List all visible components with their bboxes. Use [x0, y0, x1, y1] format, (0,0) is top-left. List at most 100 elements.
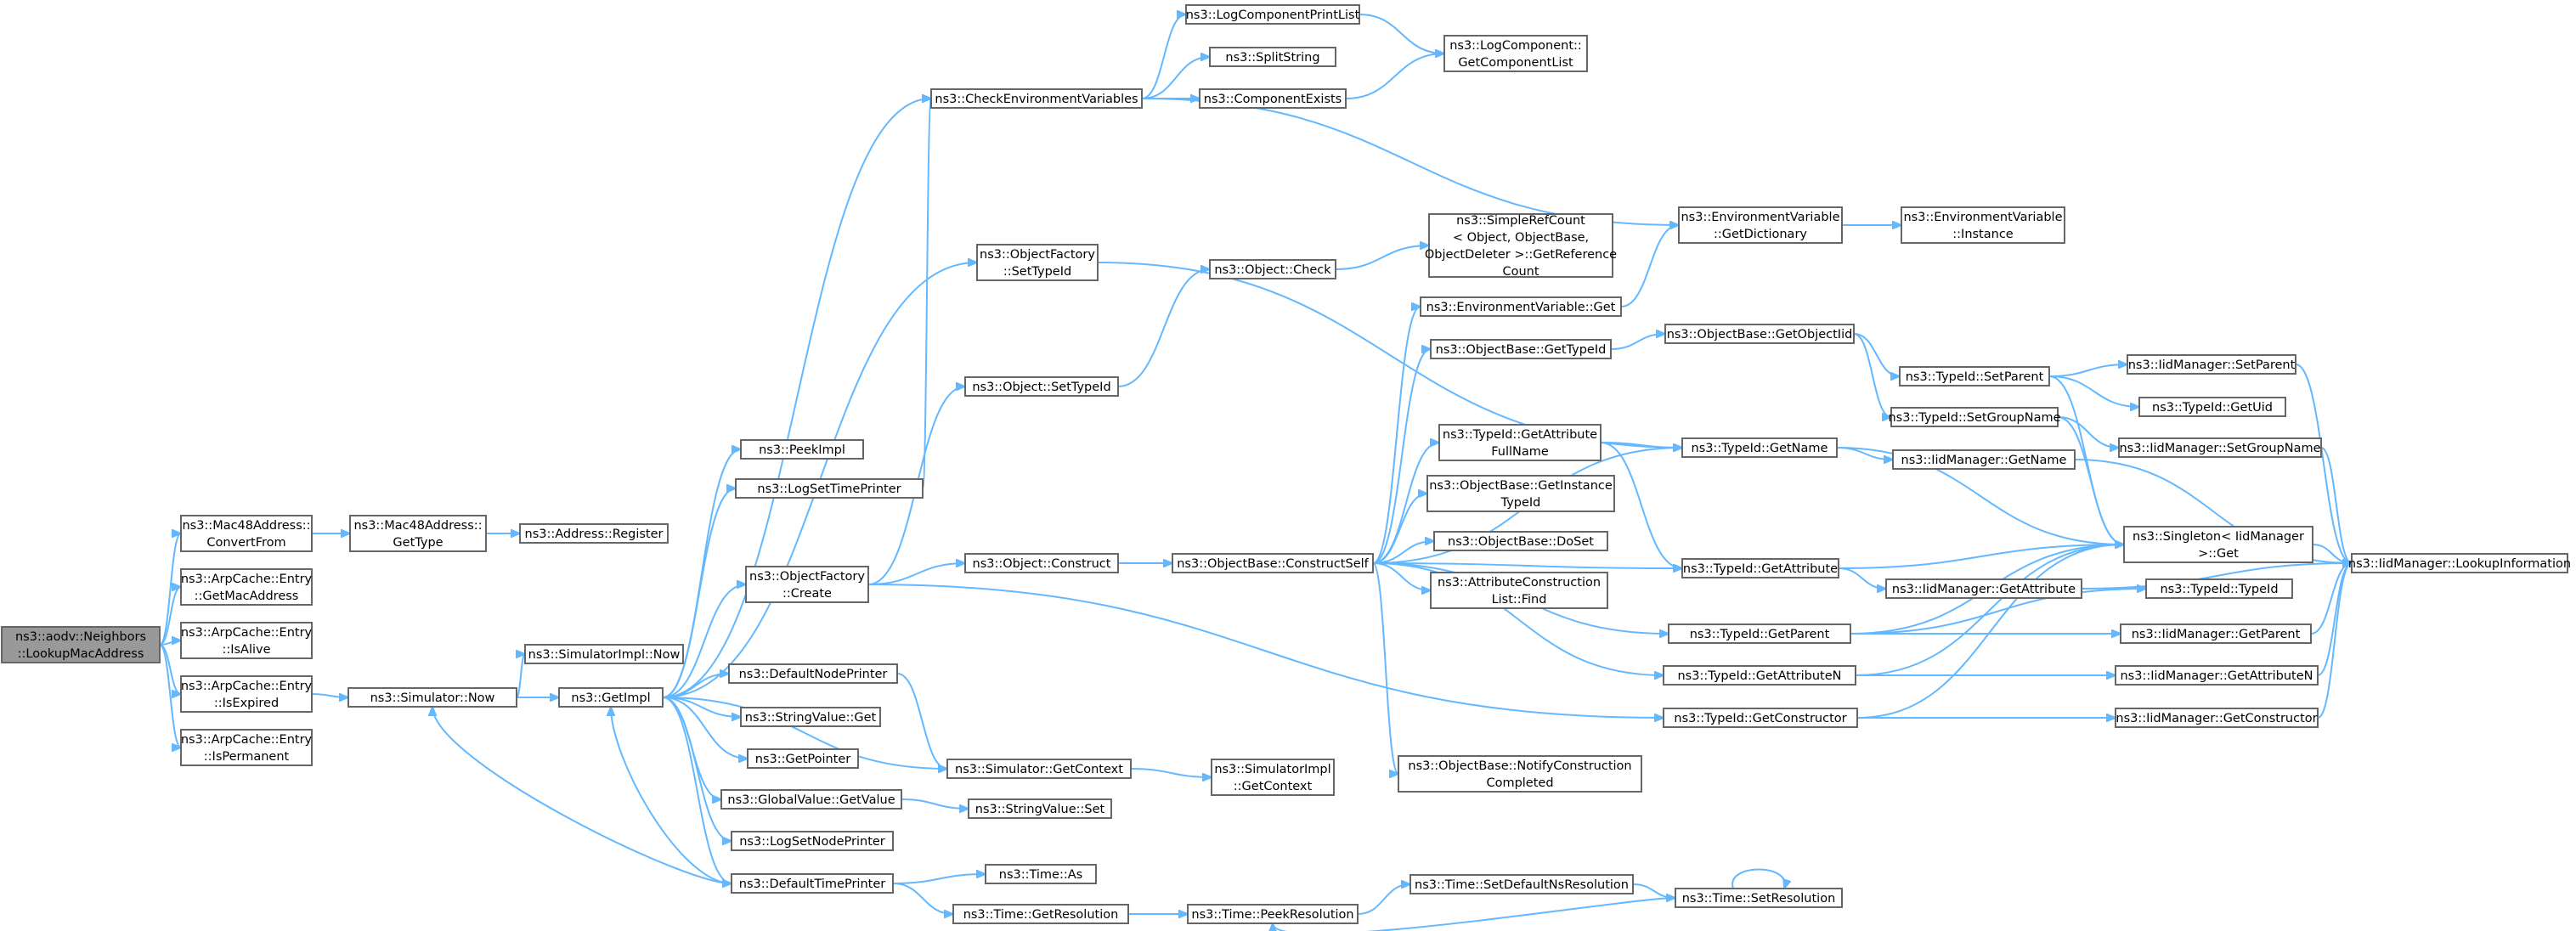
- graph-node-typeid-getname[interactable]: ns3::TypeId::GetName: [1681, 437, 1838, 458]
- graph-node-object-settypeid[interactable]: ns3::Object::SetTypeId: [964, 376, 1119, 397]
- node-label: TypeId: [1500, 496, 1541, 510]
- graph-node-time-setres[interactable]: ns3::Time::SetResolution: [1675, 888, 1843, 908]
- graph-node-simimpl-getcontext[interactable]: ns3::SimulatorImpl::GetContext: [1211, 759, 1335, 796]
- graph-node-iid-getattribute[interactable]: ns3::IidManager::GetAttribute: [1885, 578, 2082, 599]
- node-label: ns3::LogComponent::: [1449, 39, 1582, 53]
- graph-node-iid-getname[interactable]: ns3::IidManager::GetName: [1892, 449, 2076, 470]
- node-box: [2351, 553, 2568, 573]
- graph-edge-getimpl-to-objfactory-create: [662, 584, 746, 698]
- graph-node-iid-getparent[interactable]: ns3::IidManager::GetParent: [2120, 623, 2312, 644]
- node-box: [1668, 623, 1851, 644]
- graph-node-iid-setparent[interactable]: ns3::IidManager::SetParent: [2127, 354, 2296, 375]
- graph-node-typeid-getattributen[interactable]: ns3::TypeId::GetAttributeN: [1663, 665, 1856, 686]
- graph-node-defnodeprinter[interactable]: ns3::DefaultNodePrinter: [728, 663, 898, 684]
- graph-node-arp-getmac[interactable]: ns3::ArpCache::Entry::GetMacAddress: [180, 568, 313, 606]
- graph-node-iid-setgroupname[interactable]: ns3::IidManager::SetGroupName: [2118, 437, 2322, 458]
- graph-edge-time-setres-to-time-peekres: [1273, 897, 1676, 931]
- graph-node-iid-getattributen[interactable]: ns3::IidManager::GetAttributeN: [2115, 665, 2319, 686]
- node-label: ns3::TypeId::SetParent: [1906, 370, 2044, 384]
- graph-node-constructself[interactable]: ns3::ObjectBase::ConstructSelf: [1172, 553, 1374, 573]
- node-label: >::Get: [2198, 547, 2239, 561]
- graph-node-typeid-getparent[interactable]: ns3::TypeId::GetParent: [1668, 623, 1851, 644]
- node-box: [1430, 572, 1608, 609]
- node-label: ns3::TypeId::SetGroupName: [1888, 411, 2060, 425]
- node-label: ns3::ArpCache::Entry: [181, 733, 313, 747]
- graph-node-globalvalue-get[interactable]: ns3::GlobalValue::GetValue: [720, 789, 902, 810]
- graph-edge-getimpl-to-defnodeprinter: [662, 674, 729, 698]
- graph-node-object-check[interactable]: ns3::Object::Check: [1209, 259, 1336, 279]
- graph-node-arp-alive[interactable]: ns3::ArpCache::Entry::IsAlive: [180, 622, 313, 659]
- graph-node-logcomp-getlist[interactable]: ns3::LogComponent::GetComponentList: [1443, 35, 1588, 72]
- graph-node-typeid-getconstructor[interactable]: ns3::TypeId::GetConstructor: [1663, 708, 1858, 728]
- node-label: ObjectDeleter >::GetReference: [1425, 248, 1617, 262]
- graph-edge-constructself-to-typeid-getattributen: [1372, 562, 1664, 675]
- graph-edge-logsettime-to-checkenv: [923, 99, 931, 489]
- node-label: ns3::Singleton< IidManager: [2133, 530, 2304, 544]
- graph-node-iid-lookupinfo[interactable]: ns3::IidManager::LookupInformation: [2348, 553, 2571, 573]
- graph-node-objfactory-create[interactable]: ns3::ObjectFactory::Create: [745, 566, 869, 603]
- node-box: [1199, 88, 1347, 109]
- node-box: [728, 663, 898, 684]
- graph-edge-sim-getcontext-to-simimpl-getcontext: [1130, 768, 1212, 777]
- graph-edge-objfactory-create-to-object-construct: [867, 563, 965, 585]
- graph-node-logsettime[interactable]: ns3::LogSetTimePrinter: [735, 478, 924, 499]
- graph-node-mac-convert[interactable]: ns3::Mac48Address::ConvertFrom: [180, 515, 313, 552]
- graph-node-typeid-setgroupname[interactable]: ns3::TypeId::SetGroupName: [1888, 407, 2061, 427]
- node-label: ::SetTypeId: [1003, 265, 1071, 279]
- graph-node-envvar-instance[interactable]: ns3::EnvironmentVariable::Instance: [1901, 206, 2065, 244]
- graph-node-simimpl-now[interactable]: ns3::SimulatorImpl::Now: [524, 644, 684, 664]
- graph-node-checkenv[interactable]: ns3::CheckEnvironmentVariables: [930, 88, 1143, 109]
- graph-node-splitstring[interactable]: ns3::SplitString: [1209, 47, 1336, 67]
- graph-edge-getimpl-to-getpointer: [662, 697, 748, 759]
- graph-node-typeid-setparent[interactable]: ns3::TypeId::SetParent: [1899, 366, 2050, 387]
- graph-node-getpointer[interactable]: ns3::GetPointer: [747, 748, 859, 769]
- graph-node-objfactory-settypeid[interactable]: ns3::ObjectFactory::SetTypeId: [976, 244, 1099, 281]
- graph-node-root[interactable]: ns3::aodv::Neighbors::LookupMacAddress: [1, 626, 161, 663]
- node-label: ns3::IidManager::SetParent: [2128, 358, 2296, 372]
- node-box: [1187, 904, 1359, 924]
- graph-node-mac-gettype[interactable]: ns3::Mac48Address::GetType: [349, 515, 487, 552]
- graph-node-peekimpl[interactable]: ns3::PeekImpl: [740, 439, 864, 460]
- node-box: [1438, 424, 1602, 461]
- node-box: [2120, 623, 2312, 644]
- node-label: Count: [1502, 265, 1539, 279]
- node-box: [1430, 339, 1612, 359]
- graph-node-singleton-get[interactable]: ns3::Singleton< IidManager>::Get: [2123, 526, 2313, 563]
- graph-node-stringvalue-set[interactable]: ns3::StringValue::Set: [968, 798, 1112, 819]
- graph-node-logcomplist[interactable]: ns3::LogComponentPrintList: [1185, 4, 1360, 25]
- graph-edge-objbase-getobjectiid-to-typeid-setgroupname: [1853, 333, 1891, 417]
- graph-node-logsetnode[interactable]: ns3::LogSetNodePrinter: [731, 831, 894, 851]
- graph-node-object-construct[interactable]: ns3::Object::Construct: [964, 553, 1119, 573]
- graph-node-stringvalue-get[interactable]: ns3::StringValue::Get: [740, 707, 881, 727]
- graph-node-compexists[interactable]: ns3::ComponentExists: [1199, 88, 1347, 109]
- graph-node-envvar-get[interactable]: ns3::EnvironmentVariable::Get: [1420, 296, 1622, 317]
- graph-node-objbase-gettypeid[interactable]: ns3::ObjectBase::GetTypeId: [1430, 339, 1612, 359]
- graph-node-objbase-getobjectiid[interactable]: ns3::ObjectBase::GetObjectIid: [1664, 324, 1855, 344]
- graph-node-getimpl[interactable]: ns3::GetImpl: [558, 687, 664, 708]
- graph-node-sim-getcontext[interactable]: ns3::Simulator::GetContext: [946, 759, 1132, 779]
- node-label: ns3::Mac48Address::: [353, 519, 482, 533]
- node-box: [1675, 888, 1843, 908]
- graph-node-sim-now[interactable]: ns3::Simulator::Now: [347, 687, 517, 708]
- graph-node-iid-getconstructor[interactable]: ns3::IidManager::GetConstructor: [2115, 708, 2319, 728]
- graph-node-time-getres[interactable]: ns3::Time::GetResolution: [952, 904, 1129, 924]
- graph-node-envvar-getdict[interactable]: ns3::EnvironmentVariable::GetDictionary: [1678, 206, 1843, 244]
- graph-node-time-as[interactable]: ns3::Time::As: [985, 864, 1097, 884]
- graph-node-objbase-doset[interactable]: ns3::ObjectBase::DoSet: [1433, 531, 1608, 551]
- graph-node-time-peekres[interactable]: ns3::Time::PeekResolution: [1187, 904, 1359, 924]
- graph-node-arp-perm[interactable]: ns3::ArpCache::Entry::IsPermanent: [180, 729, 313, 766]
- graph-node-arp-expired[interactable]: ns3::ArpCache::Entry::IsExpired: [180, 675, 313, 713]
- graph-node-addr-register[interactable]: ns3::Address::Register: [519, 523, 669, 544]
- graph-node-deftimeprinter[interactable]: ns3::DefaultTimePrinter: [731, 873, 894, 894]
- node-label: ::IsAlive: [222, 643, 270, 657]
- graph-node-typeid-getattribute[interactable]: ns3::TypeId::GetAttribute: [1681, 558, 1839, 578]
- graph-node-time-setdefaultns[interactable]: ns3::Time::SetDefaultNsResolution: [1409, 874, 1634, 894]
- graph-node-simplerefcount[interactable]: ns3::SimpleRefCount< Object, ObjectBase,…: [1425, 213, 1617, 279]
- graph-node-typeid-getuid[interactable]: ns3::TypeId::GetUid: [2138, 397, 2286, 417]
- node-box: [1398, 755, 1642, 793]
- graph-node-notifyconstruct[interactable]: ns3::ObjectBase::NotifyConstructionCompl…: [1398, 755, 1642, 793]
- graph-node-typeid-typeid[interactable]: ns3::TypeId::TypeId: [2145, 578, 2293, 599]
